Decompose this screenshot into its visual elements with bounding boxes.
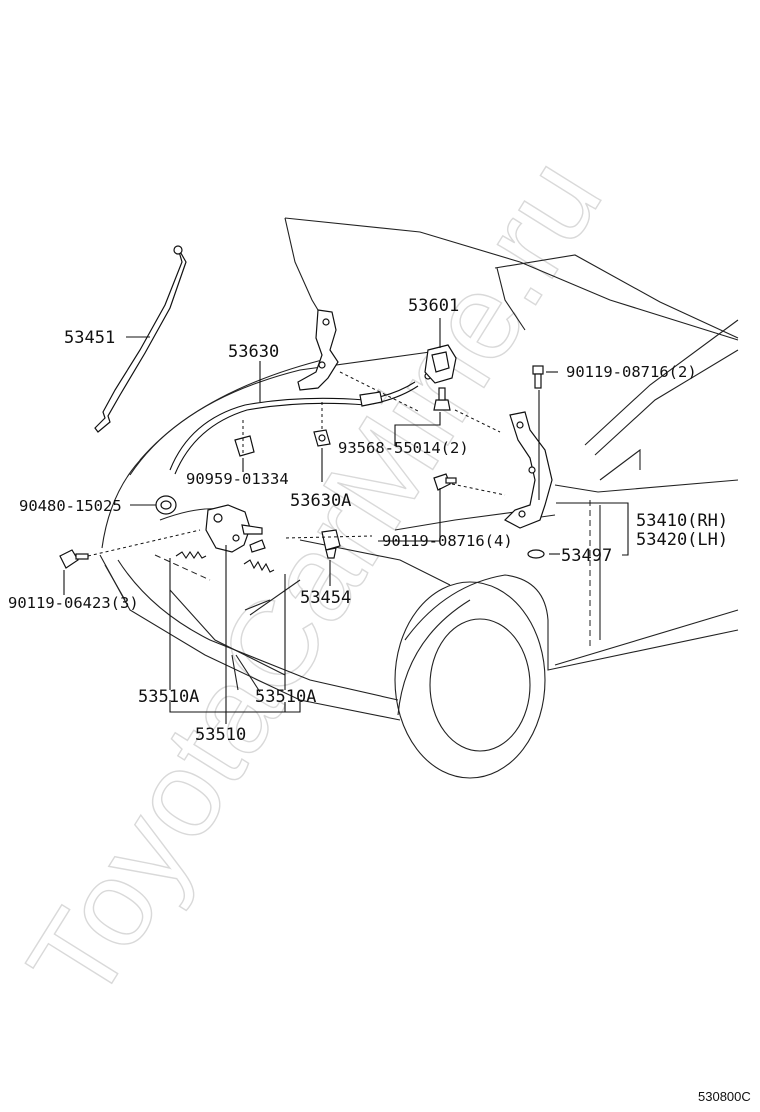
label-90480-15025: 90480-15025 (19, 497, 122, 515)
label-90959-01334: 90959-01334 (186, 470, 289, 488)
label-90119-06423: 90119-06423(3) (8, 594, 139, 612)
bolt-90119-top (532, 365, 544, 389)
hood-hinge-left (297, 309, 339, 391)
clamp-90959 (234, 435, 255, 457)
label-53510A-left: 53510A (138, 687, 199, 707)
diagram-reference: 530800C (698, 1089, 751, 1104)
clip-53454 (321, 529, 341, 559)
car-outline (99, 217, 739, 779)
label-53630A: 53630A (290, 491, 351, 511)
watermark-text: ToyotaCarMine.ru (2, 135, 628, 1024)
bolt-93568 (433, 387, 451, 411)
label-53510A-right: 53510A (255, 687, 316, 707)
label-53510: 53510 (195, 725, 246, 745)
cushion-53497 (527, 549, 545, 559)
label-53601: 53601 (408, 296, 459, 316)
label-53451: 53451 (64, 328, 115, 348)
grommet-90480 (155, 495, 177, 515)
clip-53630A (313, 429, 331, 447)
leader-lines (63, 318, 629, 724)
bolt-90119-mid (433, 473, 457, 491)
label-53630: 53630 (228, 342, 279, 362)
spring-right (243, 559, 275, 573)
spring-left (175, 551, 207, 559)
label-53454: 53454 (300, 588, 351, 608)
label-53497: 53497 (561, 546, 612, 566)
hood-support-rod (94, 245, 187, 433)
label-90119-08716-2: 90119-08716(2) (566, 363, 697, 381)
label-93568-55014: 93568-55014(2) (338, 439, 469, 457)
label-90119-08716-4: 90119-08716(4) (382, 532, 513, 550)
hood-release-cable (169, 372, 432, 475)
label-53420: 53420(LH) (636, 530, 728, 550)
bolt-90119-06423 (59, 549, 89, 569)
hood-latch-assembly (205, 504, 266, 553)
hood-lock-part (424, 344, 457, 384)
hood-hinge-right (504, 411, 553, 529)
label-53410: 53410(RH) (636, 511, 728, 531)
